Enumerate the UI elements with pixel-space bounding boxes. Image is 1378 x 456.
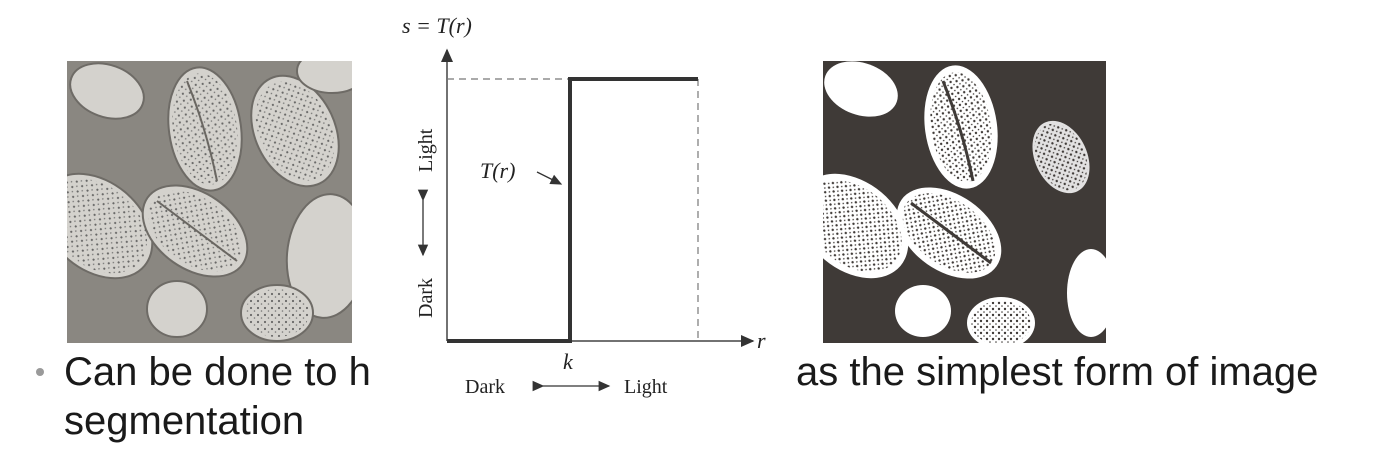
threshold-function-plot: s = T(r) r T(r) k Dark Light Dark Light xyxy=(402,13,766,398)
curve-label: T(r) xyxy=(480,158,515,183)
x-light-label: Light xyxy=(624,376,668,398)
curve-label-arrow xyxy=(536,171,563,185)
bullet-text-line1-start: Can be done to h xyxy=(64,350,371,394)
threshold-curve xyxy=(447,77,698,343)
y-axis-label: s = T(r) xyxy=(402,13,472,38)
x-axis-label: r xyxy=(757,328,766,353)
threshold-k-label: k xyxy=(563,349,574,374)
thresholded-pollen-image xyxy=(823,61,1106,343)
y-dark-label: Dark xyxy=(415,278,437,318)
bullet-text-line1-end: as the simplest form of image xyxy=(796,350,1319,394)
x-dark-label: Dark xyxy=(465,376,505,398)
bullet-text-line2: segmentation xyxy=(64,399,305,443)
grayscale-pollen-image xyxy=(67,61,352,343)
y-light-label: Light xyxy=(415,128,437,172)
bullet-dot xyxy=(36,368,44,376)
